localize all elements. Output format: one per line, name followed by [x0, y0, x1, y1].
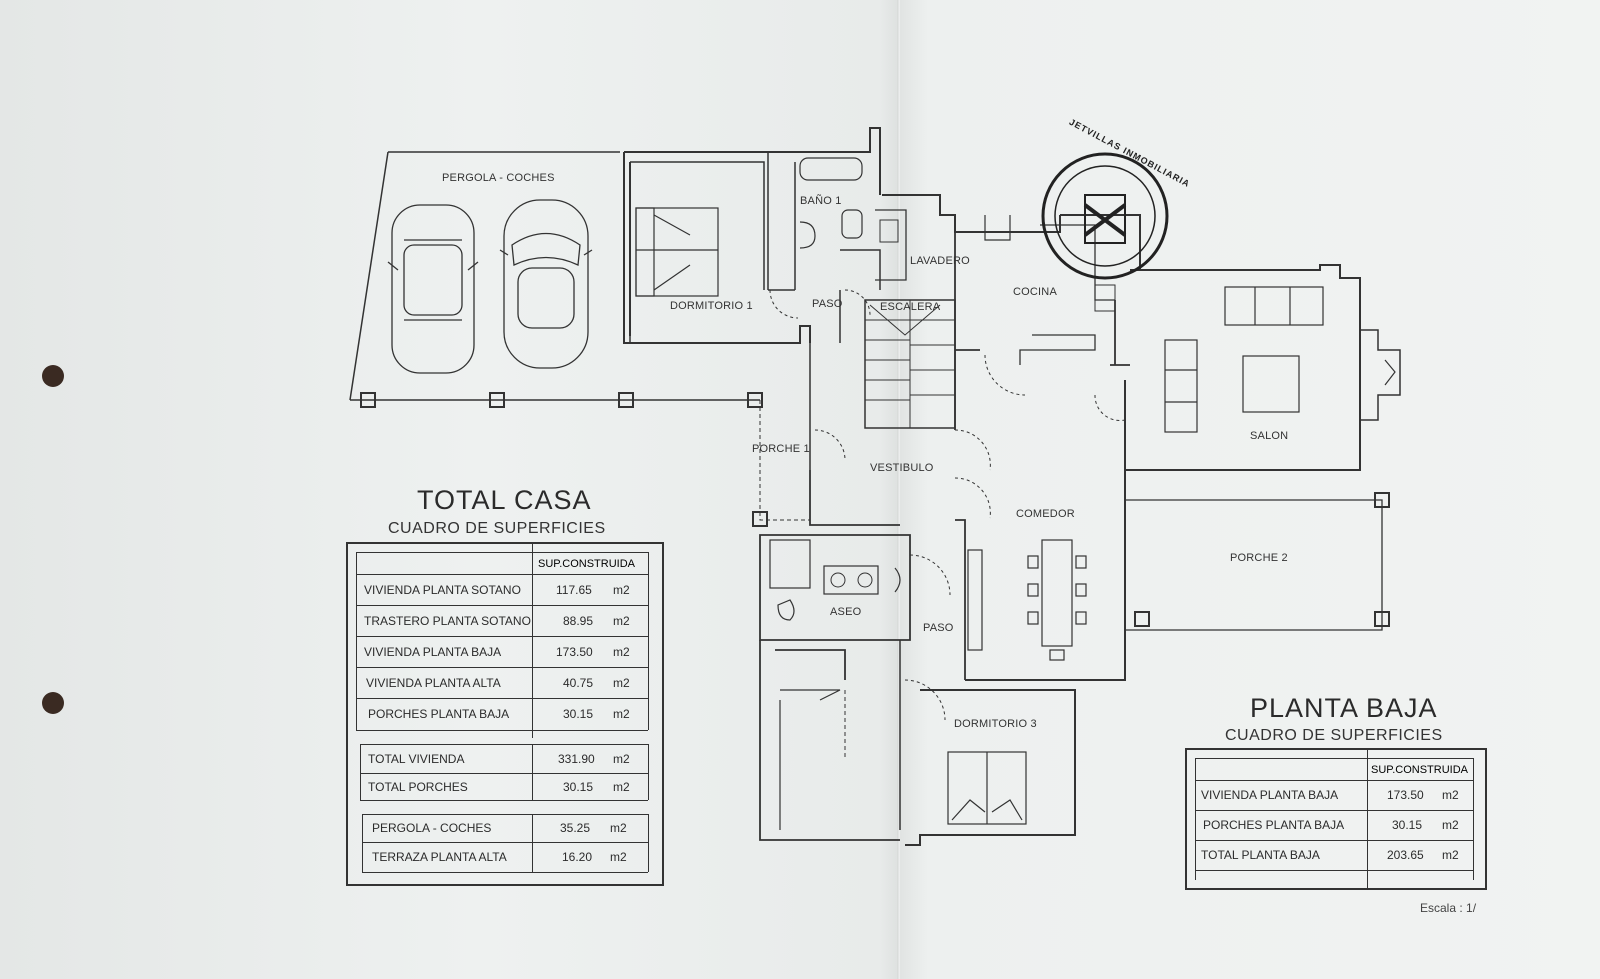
total-casa-row: TRASTERO PLANTA SOTANO 88.95 m2 [348, 605, 662, 636]
room-label-paso2: PASO [923, 622, 954, 634]
row-value: 30.15 [1392, 818, 1423, 832]
total-casa-row: PORCHES PLANTA BAJA 30.15 m2 [348, 698, 662, 730]
planta-baja-row: PORCHES PLANTA BAJA 30.15 m2 [1187, 810, 1485, 840]
total-casa-extra-row: TERRAZA PLANTA ALTA 16.20 m2 [348, 842, 662, 872]
room-label-bano1: BAÑO 1 [800, 195, 842, 207]
bed-icon-1 [635, 207, 719, 297]
room-label-vestibulo: VESTIBULO [870, 462, 934, 474]
comedor-walls [965, 470, 1126, 681]
room-label-dormitorio1: DORMITORIO 1 [670, 300, 753, 312]
row-unit: m2 [610, 850, 627, 864]
total-casa-total-row: TOTAL VIVIENDA 331.90 m2 [348, 744, 662, 773]
paper-fold [897, 0, 900, 979]
stair-treads [865, 300, 955, 428]
aseo-walls [759, 534, 911, 641]
row-unit: m2 [613, 613, 630, 628]
row-unit: m2 [1442, 848, 1459, 862]
row-value: 173.50 [556, 644, 593, 659]
row-label: VIVIENDA PLANTA SOTANO [364, 582, 521, 597]
row-label: TOTAL PLANTA BAJA [1201, 848, 1320, 862]
row-value: 35.25 [560, 821, 591, 835]
row-value: 203.65 [1387, 848, 1424, 862]
row-label: VIVIENDA PLANTA BAJA [364, 644, 502, 659]
porche2-outline [1124, 470, 1383, 631]
row-label: VIVIENDA PLANTA BAJA [1201, 788, 1339, 802]
planta-baja-row: VIVIENDA PLANTA BAJA 173.50 m2 [1187, 780, 1485, 810]
row-unit: m2 [1442, 788, 1459, 802]
row-label: VIVIENDA PLANTA ALTA [366, 675, 501, 690]
row-unit: m2 [613, 751, 630, 766]
room-label-cocina: COCINA [1013, 286, 1057, 298]
row-unit: m2 [1442, 818, 1459, 832]
row-value: 331.90 [558, 751, 595, 766]
row-value: 30.15 [563, 707, 594, 721]
row-label: TERRAZA PLANTA ALTA [372, 850, 507, 864]
room-label-salon: SALON [1250, 430, 1289, 442]
planta-baja-subtitle: CUADRO DE SUPERFICIES [1225, 727, 1443, 744]
room-label-porche1: PORCHE 1 [752, 443, 810, 455]
salon-walls [1124, 264, 1361, 471]
row-label: TOTAL VIVIENDA [368, 751, 465, 766]
room-label-lavadero: LAVADERO [910, 255, 970, 267]
row-value: 16.20 [562, 850, 593, 864]
room-label-pergola: PERGOLA - COCHES [442, 172, 555, 184]
room-label-aseo: ASEO [830, 606, 862, 618]
car-icon-2 [499, 199, 593, 369]
car-icon-1 [387, 204, 479, 374]
sofa-icon [1164, 286, 1324, 433]
room-label-comedor: COMEDOR [1016, 508, 1075, 520]
row-unit: m2 [610, 821, 627, 835]
row-unit: m2 [613, 675, 630, 690]
row-unit: m2 [613, 644, 630, 659]
bathtub-icon [799, 157, 863, 181]
row-label: TOTAL PORCHES [368, 779, 468, 794]
room-label-porche2: PORCHE 2 [1230, 552, 1288, 564]
bed-icon-3 [947, 751, 1027, 825]
row-value: 88.95 [563, 613, 594, 628]
total-casa-extra-row: PERGOLA - COCHES 35.25 m2 [348, 814, 662, 842]
row-unit: m2 [613, 582, 630, 597]
room-label-escalera: ESCALERA [880, 301, 941, 313]
row-value: 40.75 [563, 675, 594, 690]
dining-table-icon [1027, 539, 1087, 661]
total-casa-header: SUP.CONSTRUIDA [538, 558, 635, 570]
planta-baja-title: PLANTA BAJA [1250, 693, 1438, 723]
total-casa-subtitle: CUADRO DE SUPERFICIES [388, 520, 606, 537]
row-unit: m2 [613, 707, 630, 721]
planta-baja-header: SUP.CONSTRUIDA [1371, 764, 1468, 776]
total-casa-row: VIVIENDA PLANTA BAJA 173.50 m2 [348, 636, 662, 667]
total-casa-total-row: TOTAL PORCHES 30.15 m2 [348, 773, 662, 800]
row-value: 117.65 [556, 582, 592, 597]
row-value: 30.15 [563, 779, 594, 794]
stamp-seal [1041, 152, 1169, 280]
room-label-dormitorio3: DORMITORIO 3 [954, 718, 1037, 730]
room-label-paso1: PASO [812, 298, 843, 310]
total-casa-table: SUP.CONSTRUIDA VIVIENDA PLANTA SOTANO 11… [346, 542, 664, 886]
dormitorio1-walls [623, 127, 881, 344]
row-label: TRASTERO PLANTA SOTANO [364, 613, 531, 628]
planta-baja-row: TOTAL PLANTA BAJA 203.65 m2 [1187, 840, 1485, 870]
scale-label: Escala : 1/ [1420, 901, 1477, 915]
punch-hole-top [42, 365, 64, 387]
pergola-outline [349, 151, 760, 401]
row-value: 173.50 [1387, 788, 1424, 802]
punch-hole-bottom [42, 692, 64, 714]
total-casa-row: VIVIENDA PLANTA ALTA 40.75 m2 [348, 667, 662, 698]
planta-baja-table: SUP.CONSTRUIDA VIVIENDA PLANTA BAJA 173.… [1185, 748, 1487, 890]
row-label: PERGOLA - COCHES [372, 821, 492, 835]
row-label: PORCHES PLANTA BAJA [368, 707, 510, 721]
total-casa-title: TOTAL CASA [417, 485, 592, 515]
row-unit: m2 [613, 779, 630, 794]
dormitorio3-walls [905, 689, 1076, 846]
total-casa-row: VIVIENDA PLANTA SOTANO 117.65 m2 [348, 574, 662, 605]
row-label: PORCHES PLANTA BAJA [1203, 818, 1345, 832]
